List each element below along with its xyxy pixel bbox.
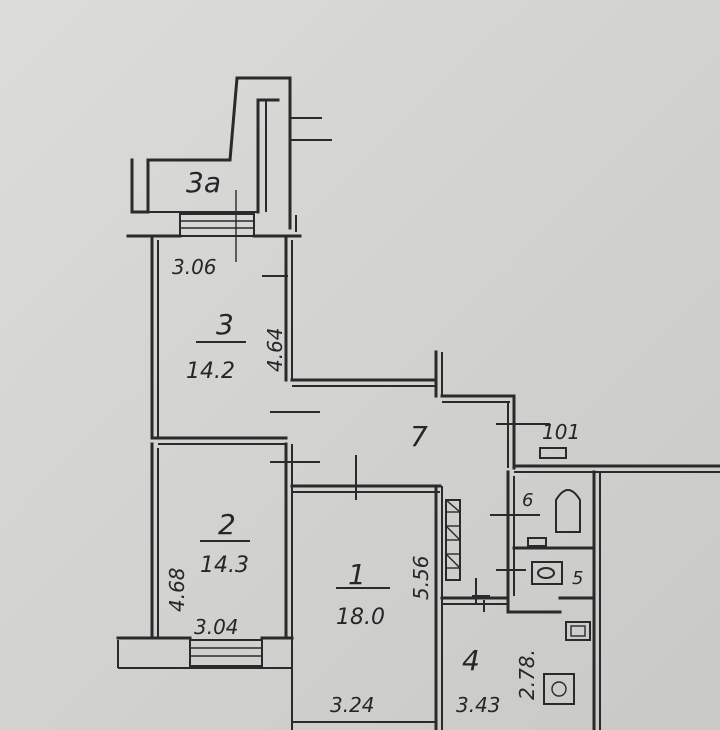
room-3-width-dimension: 3.06	[172, 255, 217, 279]
room-4-width-dimension: 3.43	[456, 693, 501, 717]
room-2-walls	[116, 442, 294, 730]
toilet	[531, 561, 563, 585]
unit-number: 101	[542, 420, 580, 444]
room-1-area: 18.0	[336, 605, 385, 630]
room-1-width-dimension: 3.24	[330, 693, 375, 717]
room-7-number: 7	[410, 420, 428, 453]
room-4-length-dimension: 2.78.	[515, 649, 539, 700]
room-1-walls	[292, 484, 443, 730]
room-5-number: 5	[572, 568, 583, 589]
room-2-area: 14.3	[200, 553, 249, 578]
room-1-number: 1	[348, 558, 366, 591]
kitchen-sink	[565, 621, 591, 641]
room-2-window	[189, 639, 263, 667]
kitchen-stove	[543, 673, 575, 705]
corridor-7-walls	[270, 350, 550, 500]
room-3-number: 3	[216, 308, 234, 341]
room-3-length-dimension: 4.64	[263, 327, 287, 372]
room-3a-number: 3a	[186, 166, 221, 199]
room-2-length-dimension: 4.68	[165, 567, 189, 612]
balcony-3a-walls	[130, 76, 332, 232]
room-6-number: 6	[522, 490, 533, 511]
room-4-number: 4	[462, 644, 480, 677]
balcony-door-window	[179, 190, 255, 262]
bathtub	[555, 489, 581, 533]
room-3-area: 14.2	[186, 359, 235, 384]
kitchen-4-walls	[440, 595, 596, 614]
room-1-length-dimension: 5.56	[409, 555, 433, 600]
room-3-walls	[126, 234, 302, 445]
room-2-number: 2	[218, 508, 236, 541]
bathroom-6-walls	[475, 470, 596, 604]
entrance-walls	[512, 447, 720, 730]
room-2-width-dimension: 3.04	[194, 615, 239, 639]
ventilation-shaft	[445, 499, 461, 581]
